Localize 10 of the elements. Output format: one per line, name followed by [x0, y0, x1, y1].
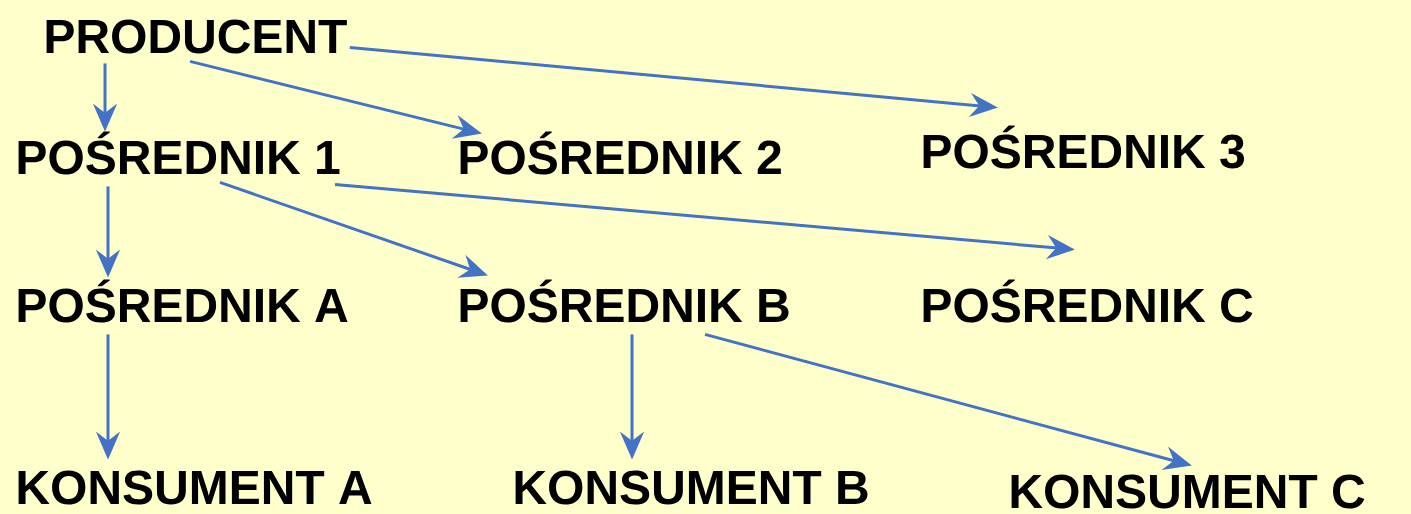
node-label: POŚREDNIK A [18, 279, 348, 323]
node-label: POŚREDNIK B [460, 279, 789, 323]
node-label: POŚREDNIK 2 [460, 131, 781, 175]
node-label: POŚREDNIK 1 [18, 131, 340, 175]
node-label: KONSUMENT B [515, 470, 868, 505]
node-label: KONSUMENT C [1011, 474, 1365, 509]
node-label: POŚREDNIK C [923, 279, 1253, 323]
node-label: PRODUCENT [46, 19, 347, 54]
node-label: POŚREDNIK 3 [923, 125, 1245, 169]
node-label: KONSUMENT A [18, 470, 372, 505]
